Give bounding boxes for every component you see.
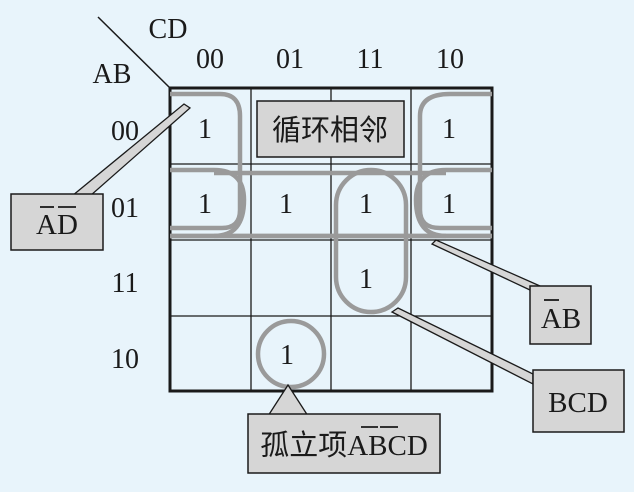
loop-bcd: [333, 167, 409, 315]
col-label-01: 01: [276, 44, 304, 75]
row-label-11: 11: [112, 268, 139, 299]
bcd-callout: BCD: [390, 307, 625, 433]
isolated-term-text: 孤立项ABCD: [260, 429, 428, 462]
row-variable-label: AB: [93, 59, 132, 90]
isolated-term-box: [247, 413, 441, 474]
bcd-leader: [390, 307, 534, 386]
cell-r0-c0: 1: [198, 114, 212, 145]
cell-r2-c2: 1: [359, 264, 373, 295]
ad-bar-text: AD: [36, 209, 78, 241]
row-label-01: 01: [111, 193, 139, 224]
loop-ad-bar-left: [170, 91, 243, 231]
adjacent-note-box: [256, 100, 405, 158]
adjacent-note-callout: 循环相邻: [256, 100, 405, 158]
header-diagonal: [97, 16, 171, 89]
row-label-10: 10: [111, 344, 139, 375]
col-label-00: 00: [196, 44, 224, 75]
cell-r3-c1: 1: [280, 340, 294, 371]
loop-isolated-term: [255, 318, 327, 390]
cell-r1-c1: 1: [279, 189, 293, 220]
loop-ad-bar-right: [417, 91, 492, 231]
kmap-grid: [168, 86, 494, 393]
cell-values: 1 1 1 1 1 1 1 1: [198, 114, 456, 371]
cell-r1-c3: 1: [442, 189, 456, 220]
ab-bar-callout: AB: [430, 239, 592, 345]
bcd-text: BCD: [548, 387, 608, 419]
cell-r1-c2: 1: [359, 189, 373, 220]
row-label-00: 00: [111, 116, 139, 147]
ab-bar-text: AB: [541, 303, 581, 335]
cell-r1-c0: 1: [198, 189, 212, 220]
ab-bar-box: [529, 285, 592, 345]
col-variable-label: CD: [149, 14, 188, 45]
adjacent-note-text: 循环相邻: [272, 114, 388, 147]
col-label-10: 10: [436, 44, 464, 75]
col-label-11: 11: [357, 44, 384, 75]
cell-r0-c3: 1: [442, 114, 456, 145]
ad-bar-callout: AD: [10, 103, 192, 251]
isolated-term-term: ABCD: [347, 430, 428, 462]
isolated-term-callout: 孤立项ABCD: [247, 383, 441, 474]
bcd-box: [532, 369, 625, 433]
ad-bar-box: [10, 193, 104, 251]
ab-bar-leader: [430, 239, 542, 291]
grouping-loops: [170, 91, 492, 390]
isolated-term-prefix: 孤立项: [260, 429, 347, 462]
